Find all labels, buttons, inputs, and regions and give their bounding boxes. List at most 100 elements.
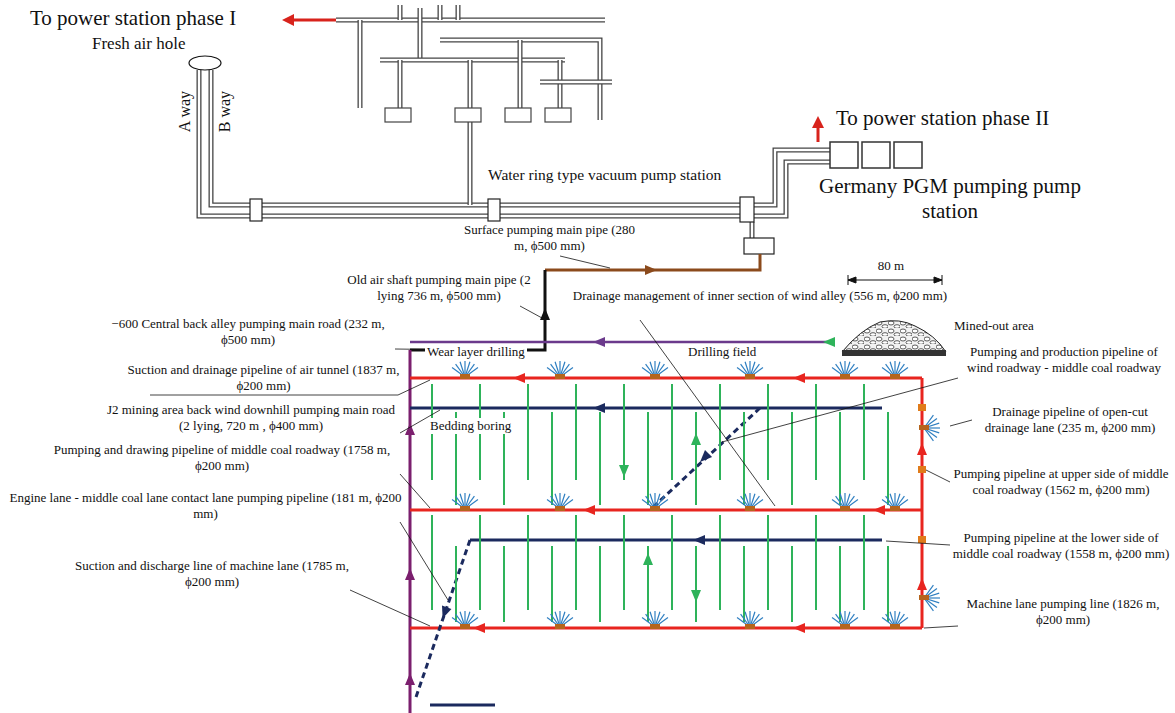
pipe-label: Drainage management of inner section of … [565,288,955,304]
flow-arrow [793,623,805,633]
way-label: A way [175,91,194,132]
flow-arrow [691,433,701,445]
borehole [767,515,769,610]
pipe-outline [456,5,461,20]
pipe-bore [754,162,830,216]
borehole [575,384,577,480]
pipe-outline [438,5,443,20]
borehole [791,412,793,505]
rubble-floor [842,350,946,356]
drill-site [840,374,850,379]
drill-site [840,624,850,629]
drill-site [555,624,565,629]
flow-arrow [793,373,805,383]
dimension-line [848,275,942,285]
borehole [623,515,625,610]
pipe-label: Drainage pipeline of open-cut drainage l… [974,404,1166,435]
pipe-outline [398,60,403,108]
pipe-bore [399,60,401,108]
flow-arrow [700,450,712,462]
drill-site [555,374,565,379]
pipe-label: Machine lane pumping line (1826 m, ϕ200 … [958,596,1168,627]
pipe-label: Engine lane - middle coal lane contact l… [8,490,403,521]
borehole [431,515,433,610]
drill-site [919,595,929,600]
station-label: Water ring type vacuum pump station [488,166,744,185]
drilling-label: Bedding boring [428,418,513,434]
borehole [743,546,745,622]
drill-site [650,374,660,379]
pipe-outline [358,20,363,108]
flow-arrow [823,337,835,347]
flow-arrow [513,373,525,383]
drill-site [840,506,850,511]
flow-arrow [405,673,415,685]
pipe-outline [468,60,473,205]
flow-arrow [645,265,657,275]
drilling-fans [452,361,940,629]
drilling-label: Wear layer drilling [425,344,527,360]
borehole [887,412,889,505]
drill-site [919,425,929,430]
flow-arrow [643,553,653,565]
borehole [695,546,697,622]
dimension-label: 80 m [870,258,912,274]
borehole [455,546,457,622]
borehole [863,515,865,610]
pgm-pump-units [830,142,922,168]
drill-site [890,506,900,511]
borehole [863,384,865,480]
borehole [479,515,481,610]
borehole [839,412,841,505]
pipe-outline [418,8,423,60]
borehole [839,546,841,622]
pipe-label: −600 Central back alley pumping main roa… [98,316,398,347]
drill-site [650,624,660,629]
pipe-label: Pumping pipeline at upper side of middle… [952,466,1170,497]
fresh-air-hole [189,56,221,70]
flow-arrow [442,606,451,619]
flow-arrow [693,535,705,545]
pipe-bore [419,8,421,60]
way-label: B way [215,91,234,132]
pipe-label: Surface pumping main pipe (280 m, ϕ500 m… [462,222,637,253]
pipe-label: Old air shaft pumping main pipe (2 lying… [338,272,540,303]
drill-site [890,624,900,629]
borehole [719,515,721,610]
borehole [527,515,529,610]
flow-arrow [817,126,820,142]
pipe-bore [754,150,830,205]
pipe-bore [439,5,441,20]
flow-arrow [917,443,927,455]
outlet-label: To power station phase II [836,106,1136,131]
borehole [503,546,505,622]
drill-site [460,374,470,379]
pipe-bore [457,5,459,20]
borehole [599,412,601,505]
borehole [527,384,529,480]
borehole [743,412,745,505]
pipe-bore [359,20,361,108]
borehole [551,546,553,622]
main-pipes [410,254,922,713]
pump-units [385,108,571,122]
pipe-outline [754,150,830,205]
pipe-bore [399,5,401,20]
pipe-label: Suction and discharge line of machine la… [72,558,352,589]
flow-arrow [691,590,701,602]
flow-arrow [405,568,415,580]
drill-site [460,506,470,511]
drilling-label: Drilling field [686,344,758,360]
surface-pipework [199,5,830,238]
borehole [599,546,601,622]
borehole [815,515,817,610]
area-label: Mined-out area [954,318,1074,334]
flow-arrow [473,623,485,633]
pipe-bore [519,40,521,108]
flow-arrow [873,505,885,515]
mined-out-area [842,321,946,352]
flow-arrow [282,14,294,26]
borehole [815,384,817,480]
flow-arrow [540,308,550,320]
pipe-bore [540,81,612,83]
